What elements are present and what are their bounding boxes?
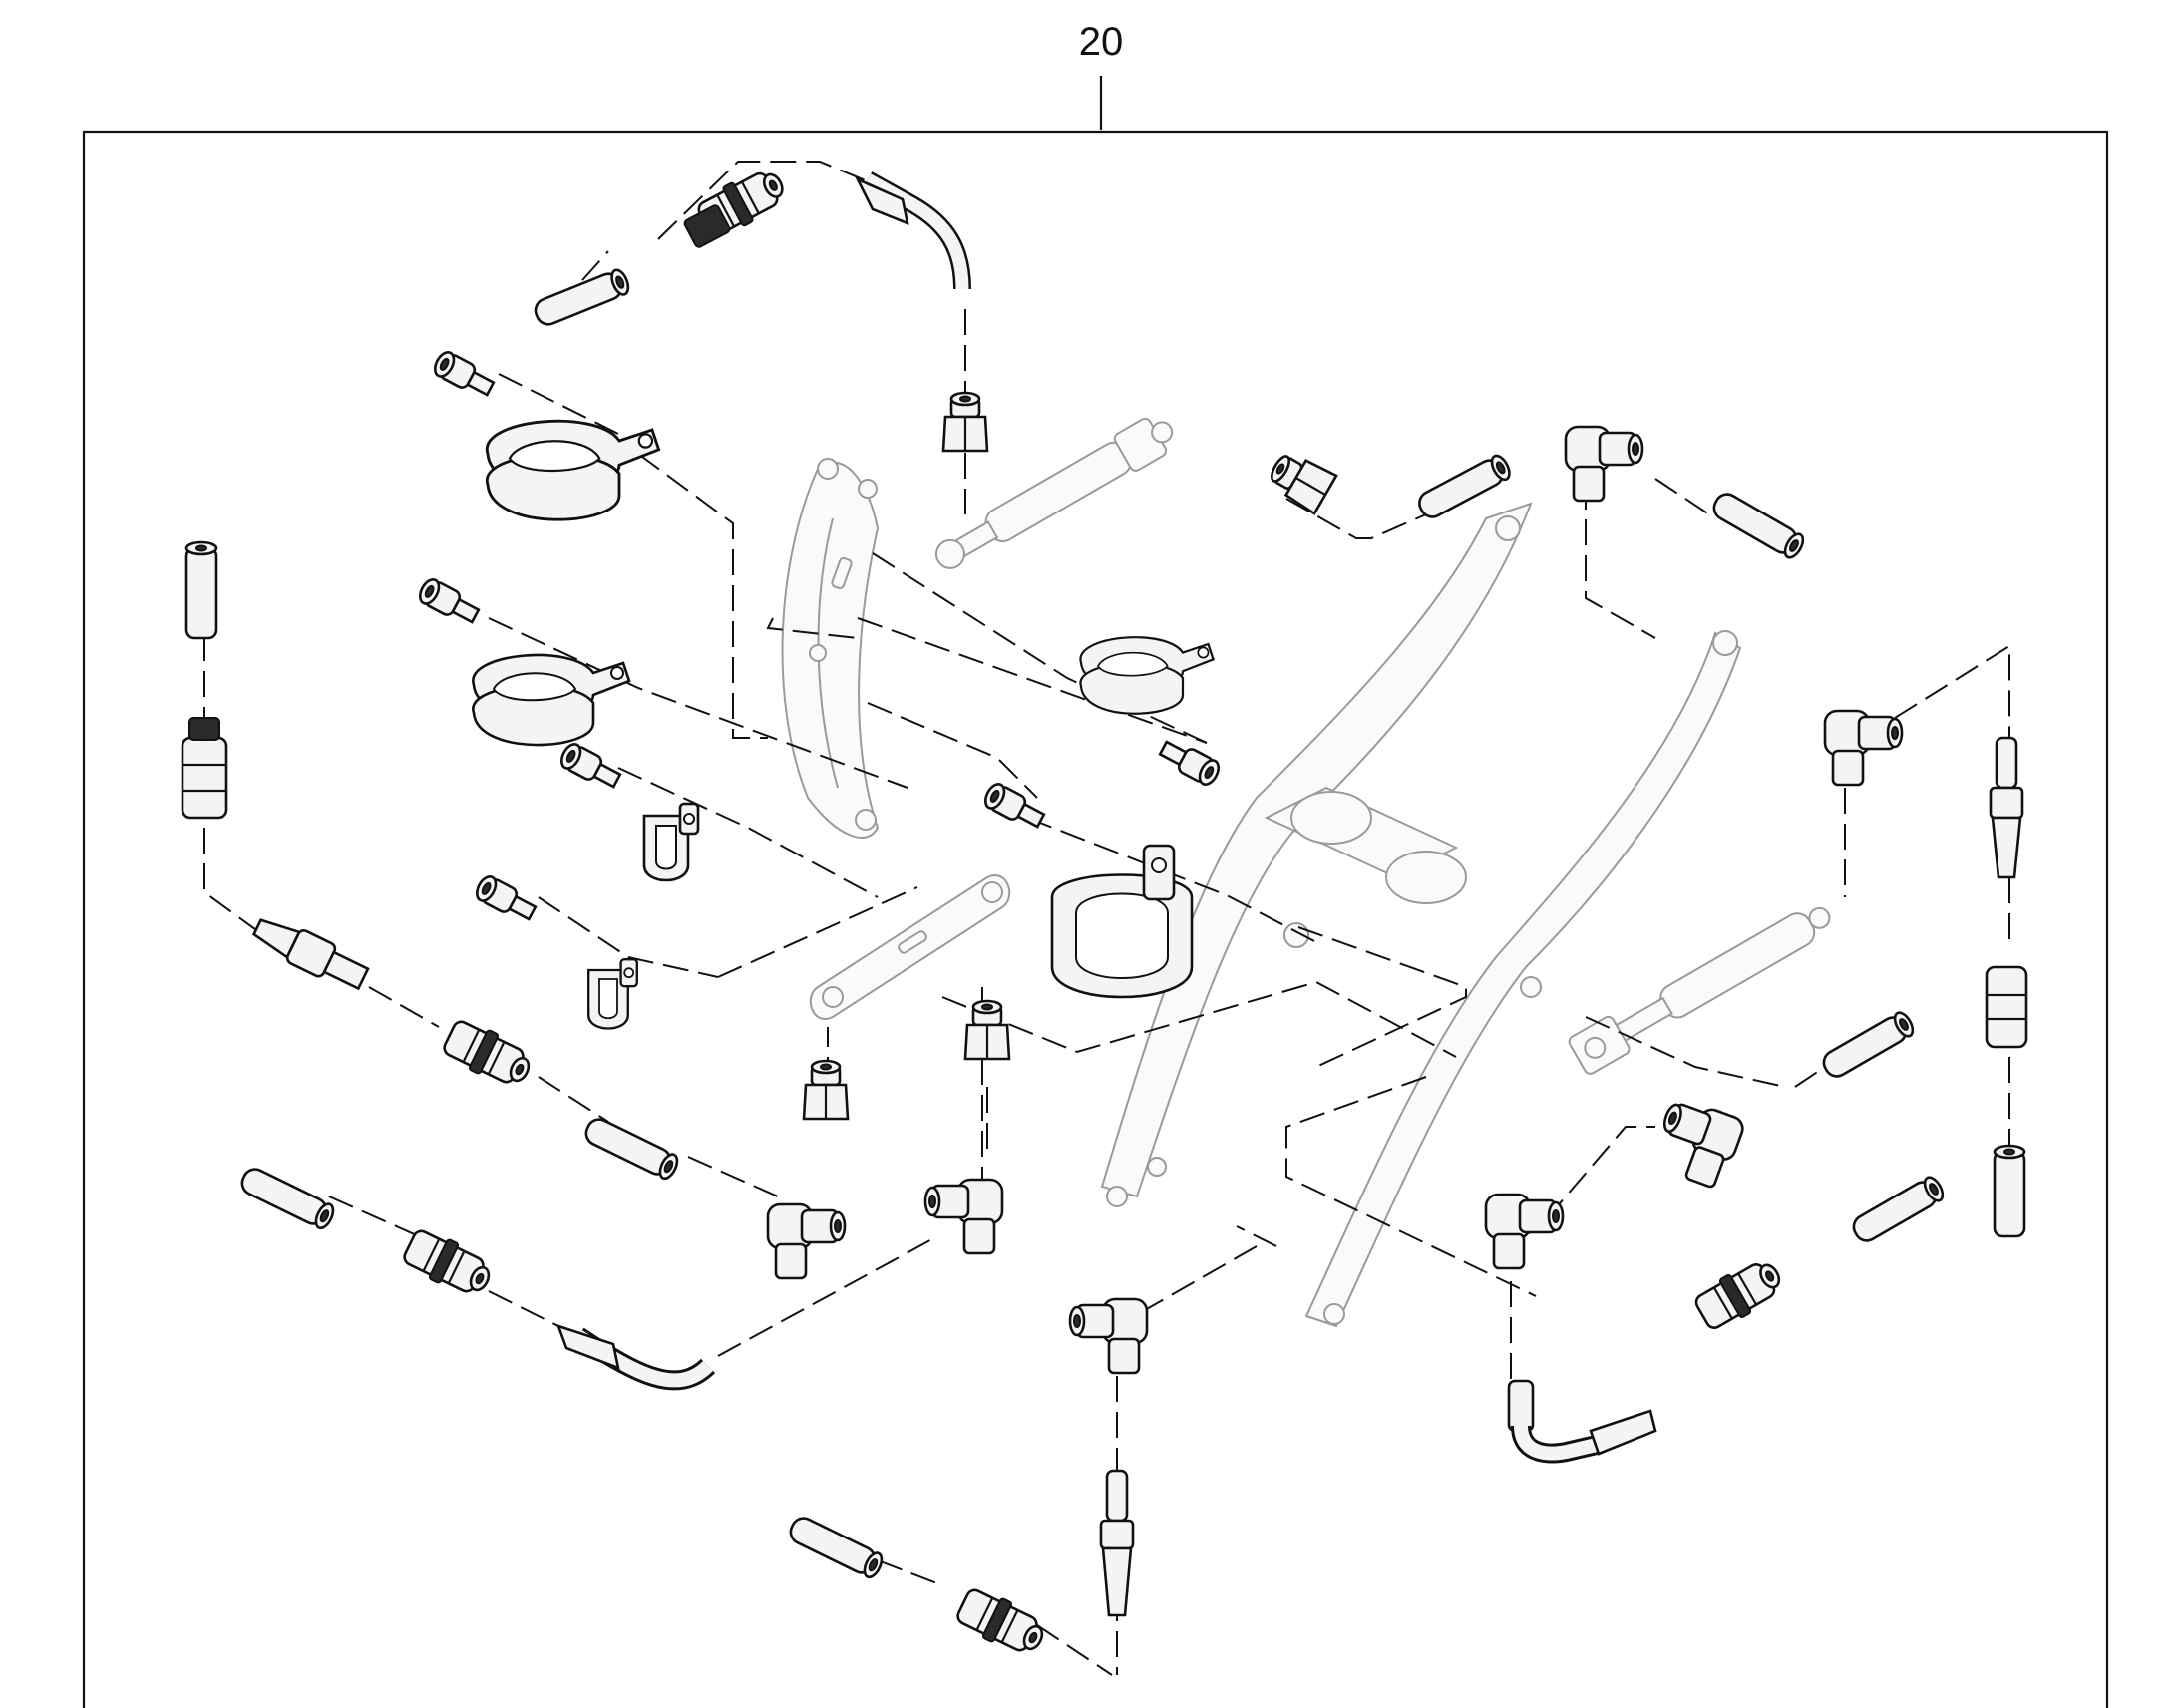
assembly-frame xyxy=(82,130,2109,1708)
fitting-chain-bottom xyxy=(785,1297,1149,1663)
callout-number: 20 xyxy=(1079,20,1124,64)
hydraulic-cylinder-upper xyxy=(934,417,1174,569)
loader-arm-right xyxy=(1100,502,1742,1328)
loader-arm-left xyxy=(781,458,880,839)
fitting-chain-right xyxy=(1823,709,2028,1238)
hose-top xyxy=(531,161,989,453)
link-bar xyxy=(809,874,1011,1020)
hose-lower-left xyxy=(236,1164,716,1391)
hose-clamp-group xyxy=(472,419,1215,1030)
fitting-chain-left xyxy=(181,540,682,1183)
fitting-chain-right-top xyxy=(1263,425,1808,562)
fitting-chain-centre xyxy=(766,999,1011,1280)
fitting-chain-lower-right xyxy=(1484,1173,1948,1464)
fitting-chain-right-lower xyxy=(1646,1008,1918,1193)
assembly-guide-lines xyxy=(203,161,2010,1676)
hydraulic-cylinder-lower xyxy=(1568,906,1831,1075)
